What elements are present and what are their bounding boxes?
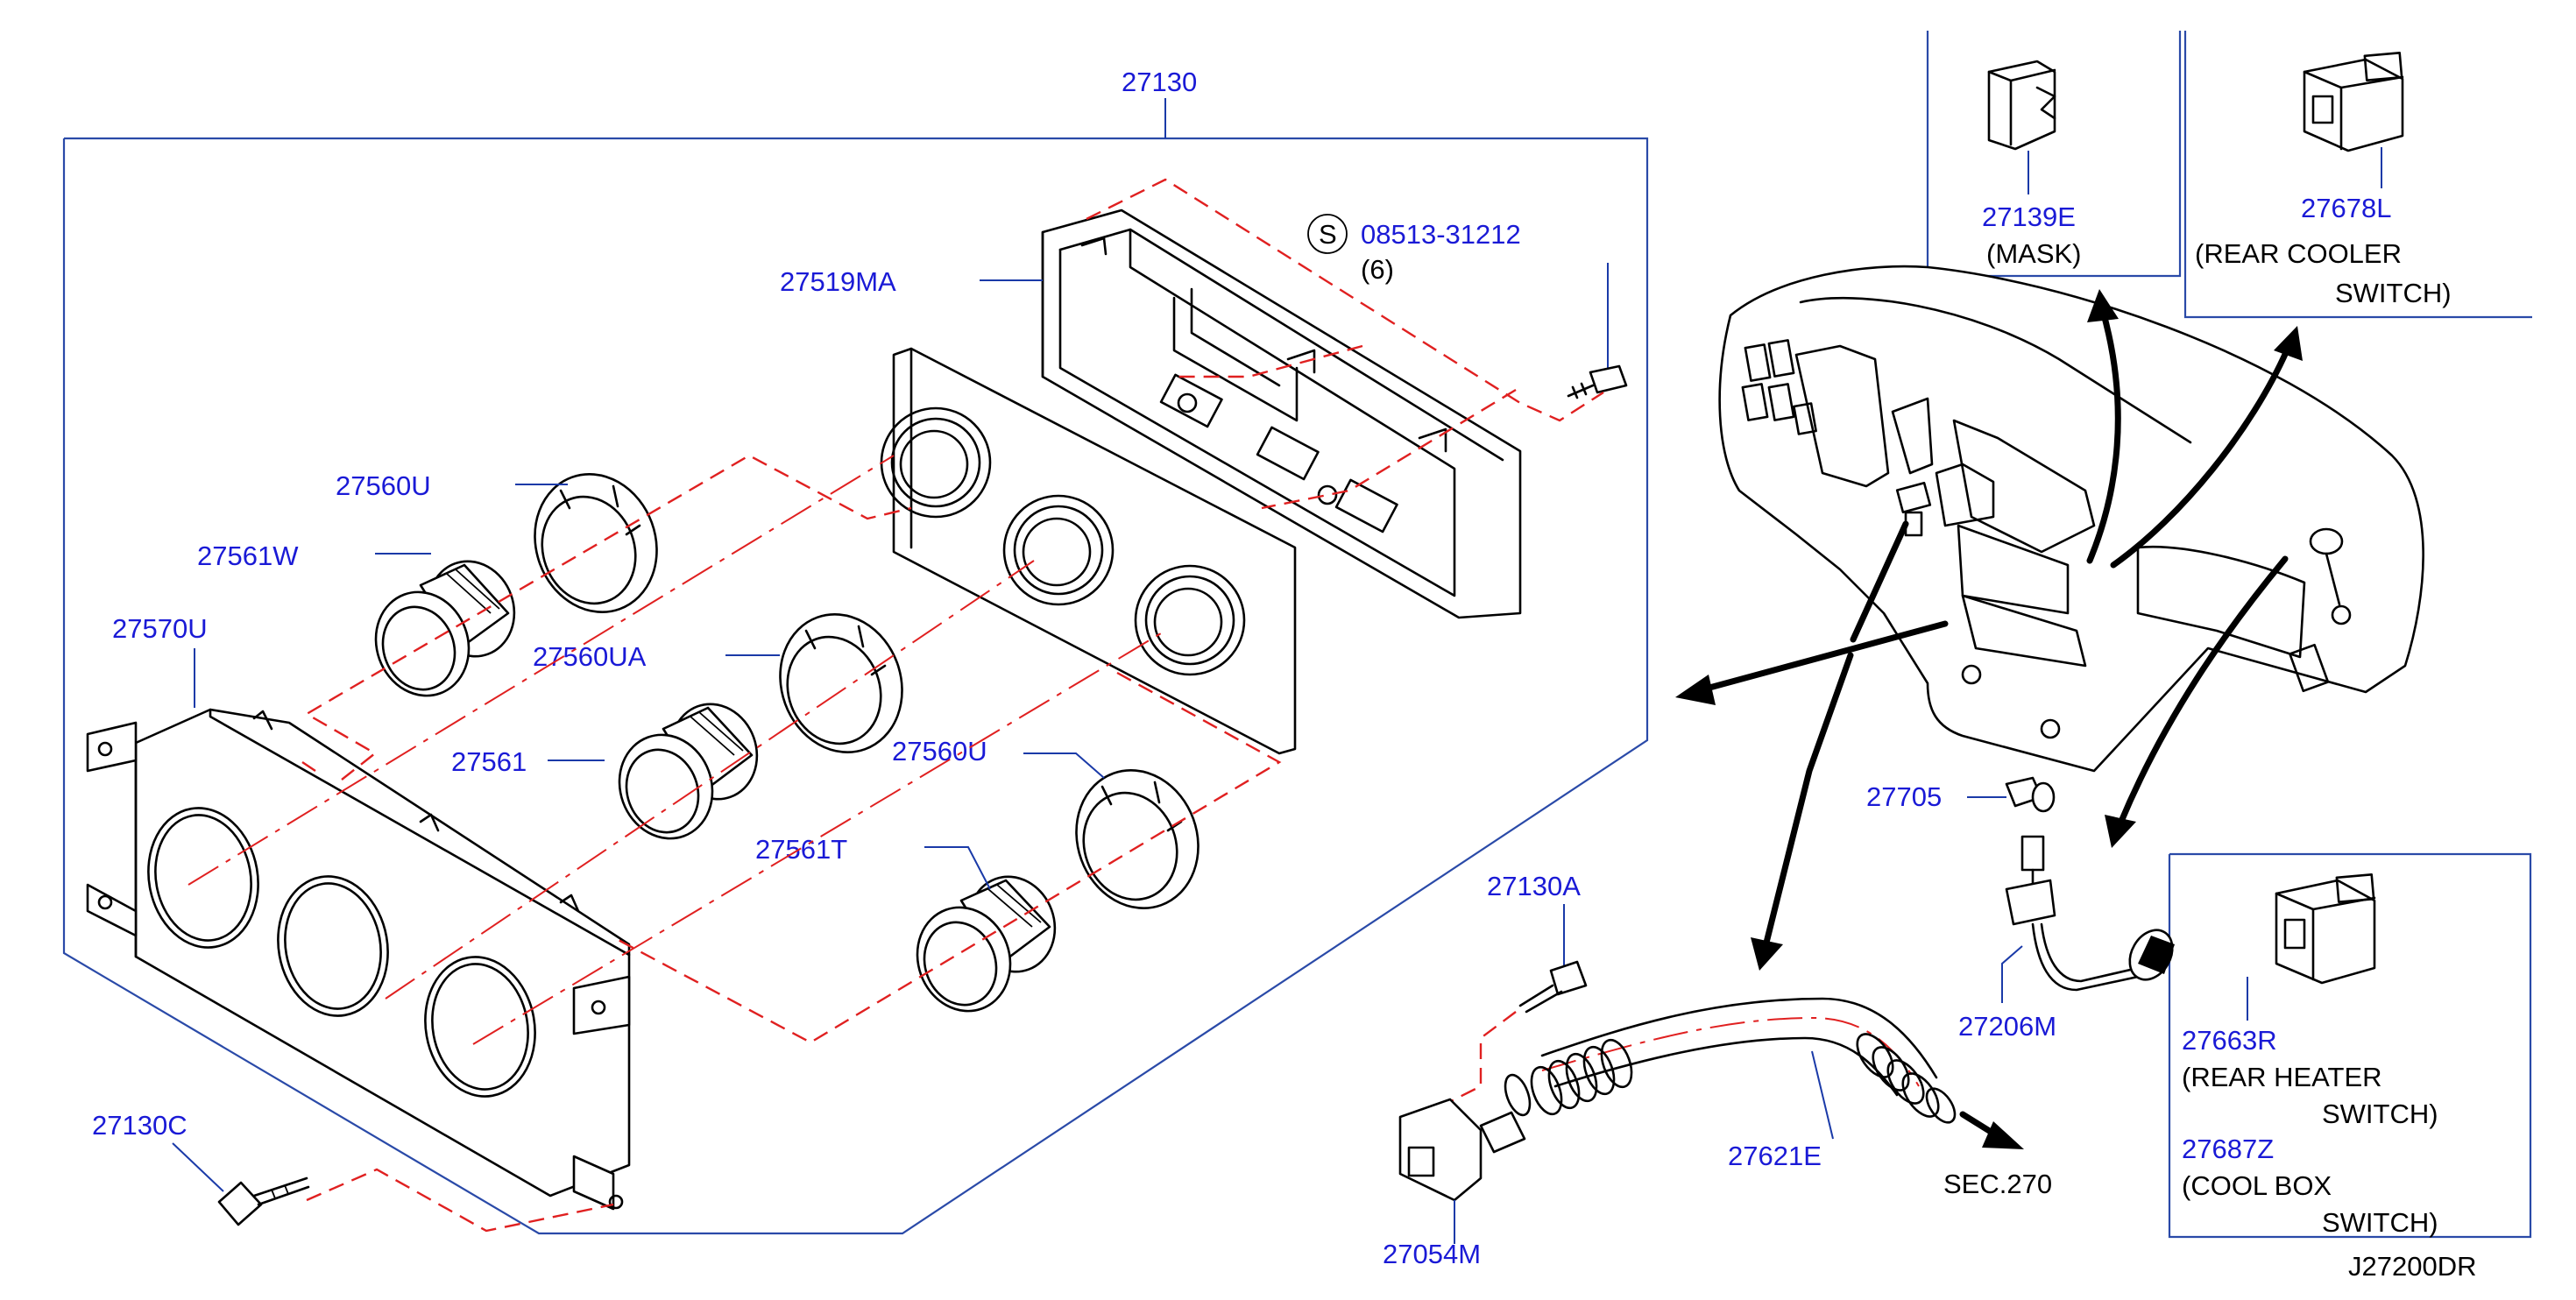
label-27560U-bottom[interactable]: 27560U bbox=[892, 736, 987, 767]
label-27687Z[interactable]: 27687Z bbox=[2182, 1134, 2274, 1164]
desc-27678L-line2: SWITCH) bbox=[2335, 278, 2452, 308]
diagram-code: J27200DR bbox=[2348, 1251, 2476, 1282]
ring-27560U-top bbox=[534, 473, 658, 613]
label-27130C[interactable]: 27130C bbox=[92, 1110, 188, 1141]
label-27561W[interactable]: 27561W bbox=[197, 540, 299, 571]
label-27705[interactable]: 27705 bbox=[1866, 781, 1942, 812]
knob-27561 bbox=[618, 703, 759, 840]
label-27054M[interactable]: 27054M bbox=[1383, 1239, 1481, 1269]
bracket-27054M bbox=[1398, 1098, 1526, 1202]
instrument-panel bbox=[1718, 265, 2424, 773]
housing-27519MA bbox=[1041, 208, 1522, 619]
hose-27621E bbox=[1504, 997, 1957, 1124]
screw-27130A bbox=[1518, 904, 1588, 1014]
mask-27139E bbox=[1987, 60, 2056, 151]
desc-27678L-line1: (REAR COOLER bbox=[2195, 238, 2402, 269]
knob-27561T bbox=[916, 875, 1057, 1013]
label-27130A[interactable]: 27130A bbox=[1487, 871, 1581, 901]
inset-frame-rear-heater bbox=[2168, 852, 2532, 1239]
desc-27687Z-line2: SWITCH) bbox=[2322, 1207, 2438, 1238]
label-27561[interactable]: 27561 bbox=[451, 746, 527, 777]
ring-27560UA bbox=[779, 613, 903, 753]
label-27206M[interactable]: 27206M bbox=[1958, 1011, 2056, 1042]
indicator-arrows bbox=[1675, 289, 2303, 971]
front-housing-27570U bbox=[86, 708, 631, 1211]
desc-27663R-line2: SWITCH) bbox=[2322, 1099, 2438, 1129]
label-27560UA[interactable]: 27560UA bbox=[533, 641, 647, 672]
label-27139E[interactable]: 27139E bbox=[1982, 201, 2076, 232]
inset-frame-mask bbox=[1926, 31, 2182, 278]
label-27130[interactable]: 27130 bbox=[1122, 67, 1197, 97]
desc-27663R-line1: (REAR HEATER bbox=[2182, 1062, 2382, 1092]
face-plate bbox=[880, 347, 1297, 755]
screw-27130C bbox=[217, 1176, 310, 1226]
switch-27663R bbox=[2275, 873, 2376, 985]
qty-08513: (6) bbox=[1361, 254, 1394, 285]
label-27519MA[interactable]: 27519MA bbox=[780, 266, 896, 297]
desc-27687Z-line1: (COOL BOX bbox=[2182, 1170, 2332, 1201]
switch-27678L bbox=[2303, 52, 2404, 152]
sensor-27705 bbox=[2005, 776, 2056, 813]
sec270-arrow bbox=[1959, 1111, 2024, 1149]
inset-frame-rear-cooler bbox=[2183, 31, 2532, 319]
ref-sec270[interactable]: SEC.270 bbox=[1943, 1169, 2052, 1199]
label-27678L[interactable]: 27678L bbox=[2301, 193, 2391, 223]
label-08513-31212[interactable]: 08513-31212 bbox=[1361, 219, 1521, 250]
desc-27139E: (MASK) bbox=[1986, 238, 2082, 269]
label-27561T[interactable]: 27561T bbox=[755, 834, 847, 865]
ring-27560U-bottom bbox=[1075, 769, 1200, 909]
label-27560U-top[interactable]: 27560U bbox=[336, 470, 431, 501]
assembly-frame bbox=[62, 137, 1649, 1235]
screw-08513 bbox=[1567, 263, 1628, 399]
assembly-dashed-lines bbox=[188, 178, 1604, 1233]
harness-27206M bbox=[2005, 835, 2175, 992]
label-27621E[interactable]: 27621E bbox=[1728, 1141, 1822, 1171]
label-27663R[interactable]: 27663R bbox=[2182, 1025, 2277, 1056]
knob-27561W bbox=[374, 560, 516, 697]
s-symbol-circle bbox=[1307, 214, 1348, 254]
s-symbol: S bbox=[1319, 219, 1337, 250]
label-27570U[interactable]: 27570U bbox=[112, 613, 208, 644]
